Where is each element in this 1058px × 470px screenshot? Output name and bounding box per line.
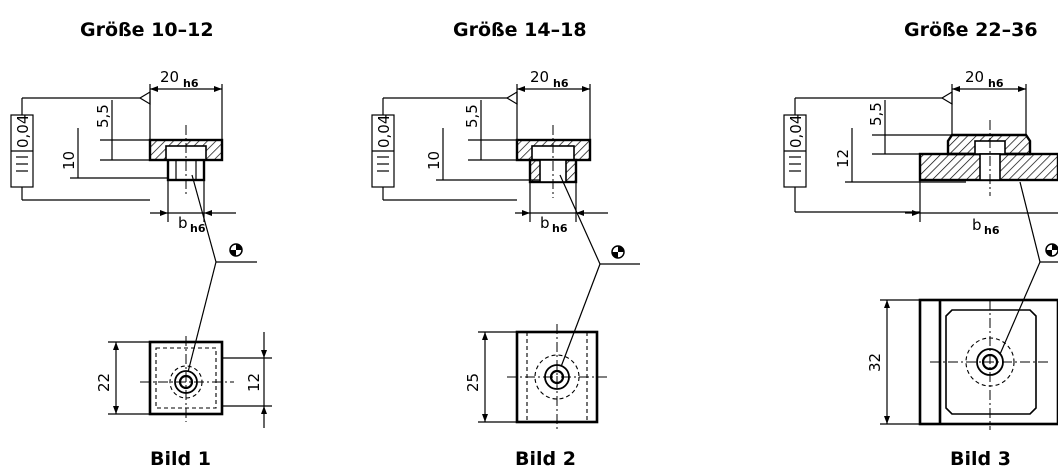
svg-text:h6: h6: [190, 222, 206, 235]
flatness-icon: [789, 156, 801, 172]
figure-2-width-dimension: 20 h6: [383, 68, 591, 140]
figure-1-part-section: [148, 125, 224, 195]
svg-text:h6: h6: [552, 222, 568, 235]
figure-3-flatness-frame: 0,04: [783, 98, 920, 213]
figure-1-flatness-frame: 0,04: [10, 98, 150, 201]
svg-text:b: b: [972, 216, 982, 234]
figure-3-caption: Bild 3: [950, 448, 1011, 470]
figure-2: Größe 14–18 20 h6 0,04: [371, 19, 640, 470]
figure-2-center-of-gravity: [555, 174, 640, 381]
svg-text:22: 22: [95, 373, 113, 392]
flatness-icon: [16, 156, 28, 172]
figure-2-flatness-frame: 0,04: [371, 98, 517, 201]
datum-triangle-icon: [505, 90, 518, 106]
figure-1-width-dimension: 20 h6: [22, 68, 223, 140]
figure-3: Größe 22–36 20 h6 0,04: [783, 19, 1058, 470]
svg-text:12: 12: [834, 149, 852, 168]
flatness-icon: [377, 156, 389, 172]
svg-text:32: 32: [866, 353, 884, 372]
svg-text:20: 20: [965, 68, 984, 86]
center-of-gravity-icon: [1045, 243, 1058, 257]
svg-text:b: b: [540, 214, 550, 232]
svg-text:20: 20: [160, 68, 179, 86]
figure-1-caption: Bild 1: [150, 448, 211, 470]
figure-3-center-of-gravity: [993, 181, 1058, 369]
figure-2-caption: Bild 2: [515, 448, 576, 470]
datum-triangle-icon: [940, 90, 953, 106]
figure-2-slot-dimension: b h6: [515, 182, 608, 235]
svg-text:5,5: 5,5: [463, 104, 481, 128]
figure-3-width-dimension: 20 h6: [795, 68, 1027, 135]
figure-3-bottom-view: 32: [866, 298, 1058, 430]
center-of-gravity-icon: [229, 243, 243, 257]
figure-2-part-section: [515, 125, 592, 198]
svg-text:12: 12: [245, 373, 263, 392]
figure-1-title: Größe 10–12: [80, 19, 214, 41]
figure-3-vertical-dimensions: 5,5 12: [834, 100, 966, 183]
svg-text:h6: h6: [984, 224, 1000, 237]
center-of-gravity-icon: [611, 245, 625, 259]
figure-3-title: Größe 22–36: [904, 19, 1038, 41]
figure-2-title: Größe 14–18: [453, 19, 587, 41]
figure-2-vertical-dimensions: 5,5 10: [425, 100, 540, 181]
svg-text:10: 10: [425, 151, 443, 170]
svg-text:5,5: 5,5: [867, 102, 885, 126]
svg-text:h6: h6: [553, 77, 569, 90]
figure-3-part-section: [918, 120, 1058, 196]
figure-1-bottom-view: 22 12: [95, 332, 272, 428]
figure-2-bottom-view: 25: [464, 324, 607, 430]
datum-triangle-icon: [138, 90, 151, 106]
svg-text:20: 20: [530, 68, 549, 86]
figure-1-vertical-dimensions: 5,5 10: [60, 100, 175, 179]
svg-text:5,5: 5,5: [94, 104, 112, 128]
figure-1: Größe 10–12 20 h6 0,04: [10, 19, 272, 470]
figure-3-slot-dimension: b h6: [905, 180, 1058, 237]
svg-text:b: b: [178, 214, 188, 232]
svg-text:h6: h6: [988, 77, 1004, 90]
figure-1-center-of-gravity: [185, 174, 257, 381]
svg-text:25: 25: [464, 373, 482, 392]
svg-text:0,04: 0,04: [375, 115, 393, 148]
svg-text:0,04: 0,04: [787, 115, 805, 148]
svg-text:10: 10: [60, 151, 78, 170]
figure-1-slot-dimension: b h6: [150, 180, 236, 235]
svg-text:h6: h6: [183, 77, 199, 90]
svg-text:0,04: 0,04: [14, 115, 32, 148]
